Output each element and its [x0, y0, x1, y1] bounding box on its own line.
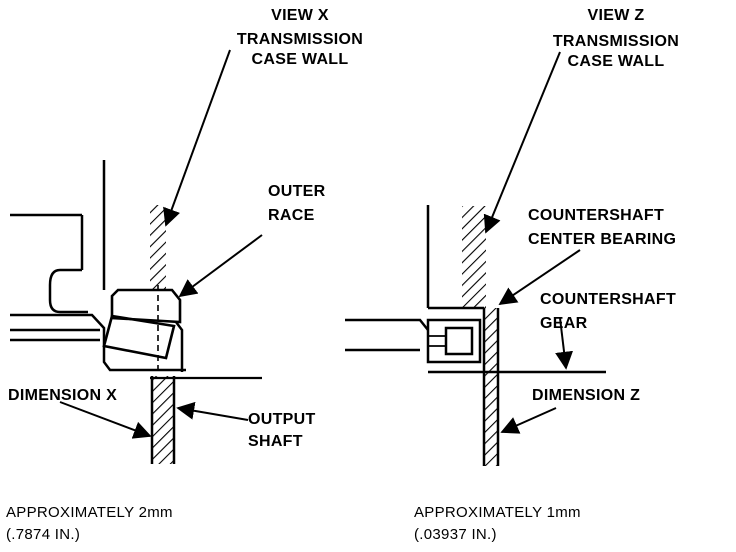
view-x-caption-line2: (.7874 IN.) [6, 526, 81, 543]
view-x-outer-race-line2: RACE [268, 207, 315, 224]
view-z-wall-label-line2: CASE WALL [567, 53, 665, 70]
view-z-wall-label-line1: TRANSMISSION [552, 33, 680, 50]
view-z-center-bearing [428, 320, 480, 362]
view-x-wall-label-line1: TRANSMISSION [236, 31, 364, 48]
view-x-outer-race-line1: OUTER [268, 183, 326, 200]
view-z-drawing [345, 52, 606, 466]
view-x-drawing [10, 50, 262, 464]
view-z-shaft [484, 308, 498, 466]
view-x-dimension-label: DIMENSION X [8, 387, 118, 404]
view-x-caption-line1: APPROXIMATELY 2mm [6, 504, 173, 521]
view-z-caption-line2: (.03937 IN.) [414, 526, 497, 543]
view-x-roller [104, 316, 174, 358]
view-z-gear-line2: GEAR [540, 315, 588, 332]
view-z-case-wall [462, 206, 486, 308]
view-z-gear-line1: COUNTERSHAFT [540, 291, 677, 308]
view-x-case-wall [150, 205, 166, 290]
view-x-title: VIEW X [271, 7, 329, 24]
view-z-dimension-label: DIMENSION Z [532, 387, 641, 404]
view-x-wall-label-line2: CASE WALL [251, 51, 349, 68]
view-z-title: VIEW Z [587, 7, 645, 24]
view-x-output-shaft-line2: SHAFT [248, 433, 303, 450]
view-z-caption-line1: APPROXIMATELY 1mm [414, 504, 581, 521]
view-x-output-shaft [152, 376, 174, 464]
view-x-output-shaft-line1: OUTPUT [248, 411, 316, 428]
view-z-bearing-line2: CENTER BEARING [528, 231, 677, 248]
view-z-bearing-line1: COUNTERSHAFT [528, 207, 665, 224]
